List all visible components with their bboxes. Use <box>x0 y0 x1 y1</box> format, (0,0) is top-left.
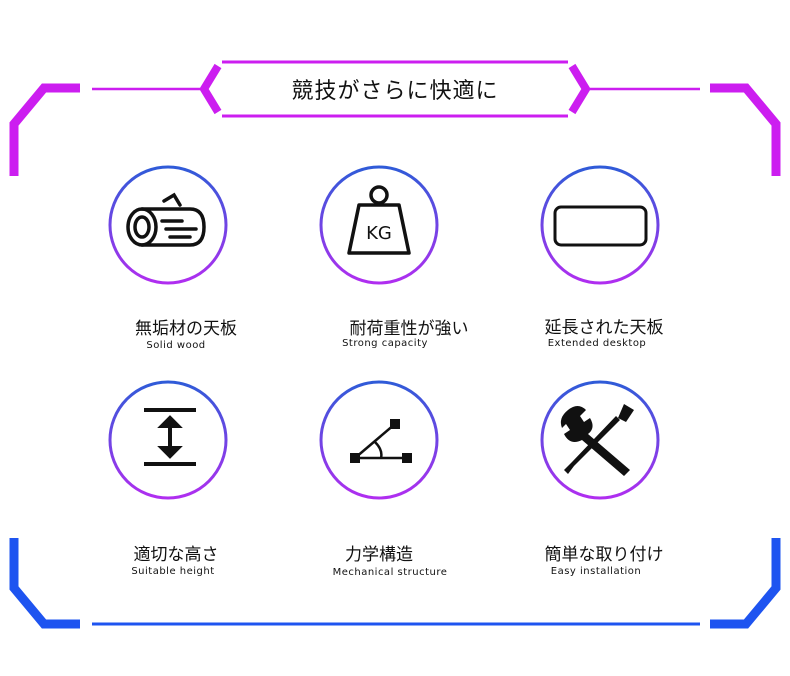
page-title: 競技がさらに快適に <box>291 79 499 104</box>
angle-structure-icon <box>319 380 439 500</box>
feature-label-ja: 延長された天板 <box>544 318 664 338</box>
feature-label-en: Suitable height <box>131 566 215 577</box>
feature-label-en: Solid wood <box>146 340 206 351</box>
wrench-screwdriver-icon <box>540 380 660 500</box>
feature-circle-extended-desktop <box>540 165 660 285</box>
feature-circle-mechanical-structure <box>319 380 439 500</box>
feature-label-en: Extended desktop <box>547 338 647 349</box>
feature-label-en: Strong capacity <box>342 338 428 349</box>
feature-label-en: Easy installation <box>550 566 642 577</box>
feature-label-en: Mechanical structure <box>332 567 448 578</box>
feature-label-ja: 耐荷重性が強い <box>349 319 469 339</box>
feature-label-ja: 適切な高さ <box>133 545 219 565</box>
kg-text: KG <box>366 223 392 244</box>
rounded-rectangle-icon <box>540 165 660 285</box>
height-arrows-icon <box>108 380 228 500</box>
log-icon <box>108 165 228 285</box>
feature-label-ja: 無垢材の天板 <box>135 319 237 339</box>
feature-circle-suitable-height <box>108 380 228 500</box>
feature-circle-strong-capacity: KG <box>319 165 439 285</box>
feature-label-ja: 簡単な取り付け <box>544 545 664 565</box>
feature-label-ja: 力学構造 <box>345 545 413 565</box>
feature-circle-easy-installation <box>540 380 660 500</box>
kg-weight-icon: KG <box>319 165 439 285</box>
feature-circle-solid-wood <box>108 165 228 285</box>
